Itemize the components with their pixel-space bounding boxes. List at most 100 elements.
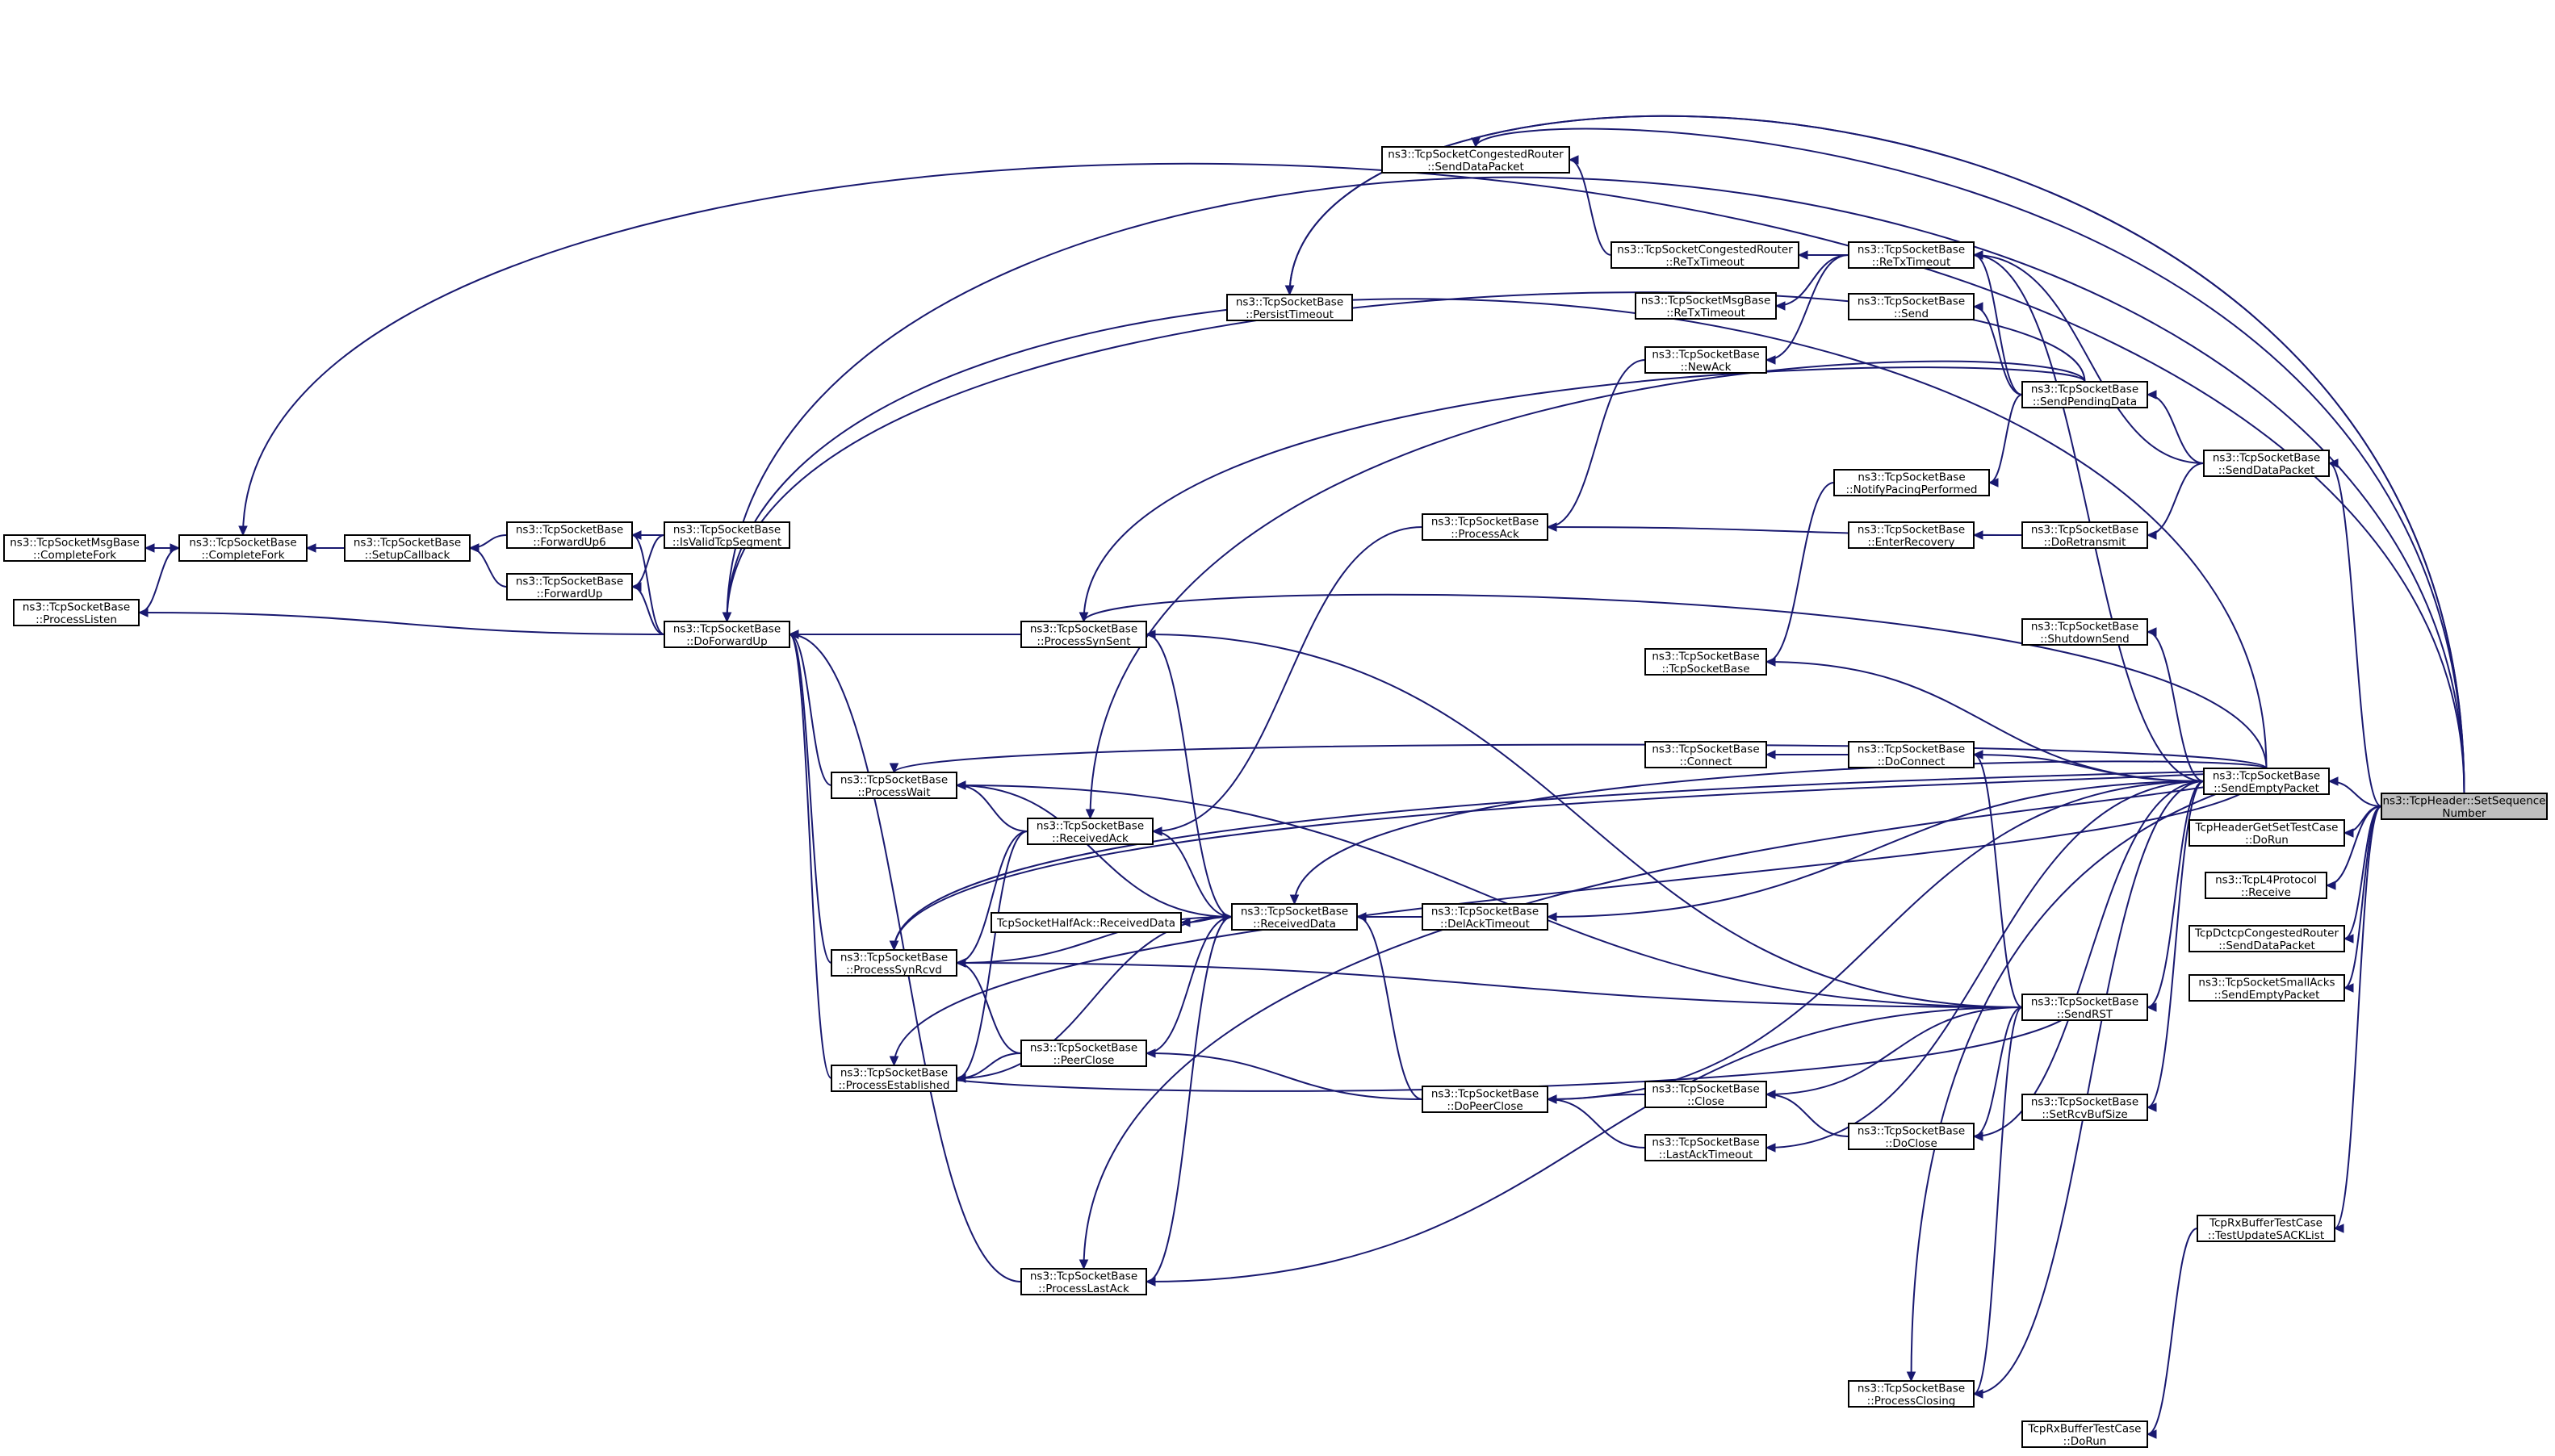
- node-plisten[interactable]: ns3::TcpSocketBase::ProcessListen: [13, 599, 140, 626]
- node-label-line: ::DoRun: [2245, 834, 2289, 847]
- node-fwd[interactable]: ns3::TcpSocketBase::ForwardUp: [506, 573, 633, 600]
- node-label-line: ::ShutdownSend: [2040, 633, 2130, 646]
- node-label-line: TcpDctcpCongestedRouter: [2194, 927, 2339, 939]
- node-box: [1644, 1081, 1767, 1108]
- node-box: [1226, 294, 1353, 321]
- node-recdata[interactable]: ns3::TcpSocketBase::ReceivedData: [1231, 903, 1358, 931]
- node-dctcp[interactable]: TcpDctcpCongestedRouter::SendDataPacket: [2189, 925, 2345, 952]
- node-cr_send[interactable]: ns3::TcpSocketCongestedRouter::SendDataP…: [1381, 146, 1570, 174]
- edge-arrowhead: [1987, 478, 1999, 487]
- node-box: [1644, 1134, 1767, 1161]
- node-label-line: ns3::TcpSocketBase: [1858, 295, 1965, 308]
- node-hdrtest[interactable]: TcpHeaderGetSetTestCase::DoRun: [2189, 819, 2345, 847]
- edge-arrowhead: [1972, 530, 1983, 540]
- node-synrcvd[interactable]: ns3::TcpSocketBase::ProcessSynRcvd: [831, 949, 957, 977]
- node-doconnect[interactable]: ns3::TcpSocketBase::DoConnect: [1848, 741, 1975, 768]
- node-fwd6[interactable]: ns3::TcpSocketBase::ForwardUp6: [506, 521, 633, 549]
- node-box: [1231, 903, 1358, 931]
- edge-sendrst-to-close: [1765, 1006, 2023, 1095]
- node-label-line: ns3::TcpSocketSmallAcks: [2198, 976, 2335, 989]
- edge-arrowhead: [1765, 1090, 1776, 1099]
- edge-cr_retx-to-cr_send: [1569, 159, 1612, 256]
- node-box: [2381, 793, 2548, 820]
- node-label-line: ns3::TcpSocketBase: [1236, 295, 1343, 308]
- node-connect[interactable]: ns3::TcpSocketBase::Connect: [1644, 741, 1767, 768]
- node-retx[interactable]: ns3::TcpSocketBase::ReTxTimeout: [1848, 241, 1975, 269]
- node-label-line: ns3::TcpSocketBase: [840, 773, 948, 786]
- edge-sendempty-to-shutdown: [2147, 631, 2205, 782]
- node-msg_retx[interactable]: ns3::TcpSocketMsgBase::ReTxTimeout: [1635, 292, 1777, 320]
- node-pack[interactable]: ns3::TcpSocketBase::ProcessAck: [1422, 513, 1548, 541]
- node-halfack[interactable]: TcpSocketHalfAck::ReceivedData: [991, 912, 1182, 933]
- node-recack[interactable]: ns3::TcpSocketBase::ReceivedAck: [1027, 818, 1154, 845]
- node-lastack[interactable]: ns3::TcpSocketBase::ProcessLastAck: [1020, 1268, 1147, 1295]
- edge-dopeer-to-recdata: [1356, 916, 1423, 1100]
- node-rxdorun[interactable]: TcpRxBufferTestCase::DoRun: [2021, 1420, 2148, 1448]
- node-sendpend[interactable]: ns3::TcpSocketBase::SendPendingData: [2021, 381, 2148, 408]
- node-label-line: TcpSocketHalfAck::ReceivedData: [996, 917, 1175, 930]
- node-tcpsock[interactable]: ns3::TcpSocketBase::TcpSocketBase: [1644, 648, 1767, 676]
- node-label-line: ns3::TcpSocketBase: [2031, 995, 2138, 1008]
- node-peerclose[interactable]: ns3::TcpSocketBase::PeerClose: [1020, 1040, 1147, 1067]
- node-sack[interactable]: TcpRxBufferTestCase::TestUpdateSACKList: [2197, 1215, 2335, 1242]
- edge-sendrst-to-lastack: [1146, 1006, 2023, 1282]
- node-label-line: ns3::TcpSocketBase: [1652, 743, 1759, 755]
- node-doretx[interactable]: ns3::TcpSocketBase::DoRetransmit: [2021, 521, 2148, 549]
- node-doclose[interactable]: ns3::TcpSocketBase::DoClose: [1848, 1123, 1975, 1150]
- node-box: [3, 534, 146, 562]
- node-fork_base[interactable]: ns3::TcpSocketBase::CompleteFork: [178, 534, 308, 562]
- node-sendrst[interactable]: ns3::TcpSocketBase::SendRST: [2021, 994, 2148, 1021]
- edge-dopeer-to-peerclose: [1146, 1052, 1423, 1100]
- node-label-line: ns3::TcpSocketMsgBase: [1641, 294, 1771, 307]
- node-shutdown[interactable]: ns3::TcpSocketBase::ShutdownSend: [2021, 618, 2148, 646]
- node-fork_msg[interactable]: ns3::TcpSocketMsgBase::CompleteFork: [3, 534, 146, 562]
- edge-sendempty-to-delack: [1547, 780, 2205, 918]
- node-lastackto[interactable]: ns3::TcpSocketBase::LastAckTimeout: [1644, 1134, 1767, 1161]
- node-label-line: ns3::TcpSocketBase: [673, 622, 781, 635]
- edge-arc-sendempty-to-synrcvd: [893, 768, 2268, 951]
- node-label-line: ::Connect: [1680, 755, 1732, 768]
- node-l4recv[interactable]: ns3::TcpL4Protocol::Receive: [2205, 872, 2327, 899]
- node-estab[interactable]: ns3::TcpSocketBase::ProcessEstablished: [831, 1065, 957, 1092]
- edge-arrowhead: [170, 543, 181, 553]
- edge-sendpend-to-send: [1973, 306, 2023, 395]
- node-synsent[interactable]: ns3::TcpSocketBase::ProcessSynSent: [1020, 621, 1147, 648]
- node-pwait[interactable]: ns3::TcpSocketBase::ProcessWait: [831, 772, 957, 799]
- node-senddata[interactable]: ns3::TcpSocketBase::SendDataPacket: [2203, 450, 2330, 477]
- node-pclosing[interactable]: ns3::TcpSocketBase::ProcessClosing: [1848, 1380, 1975, 1408]
- edge-arc-sendpend-to-synsent: [1083, 366, 2086, 622]
- node-setrcv[interactable]: ns3::TcpSocketBase::SetRcvBufSize: [2021, 1094, 2148, 1121]
- node-isvalid[interactable]: ns3::TcpSocketBase::IsValidTcpSegment: [664, 521, 790, 549]
- node-dofwd[interactable]: ns3::TcpSocketBase::DoForwardUp: [664, 621, 790, 648]
- node-sendempty[interactable]: ns3::TcpSocketBase::SendEmptyPacket: [2203, 768, 2330, 795]
- node-persist[interactable]: ns3::TcpSocketBase::PersistTimeout: [1226, 294, 1353, 321]
- edge-arrowhead: [1765, 750, 1776, 759]
- edge-senddata-to-sendpend: [2147, 394, 2205, 464]
- node-smallacks[interactable]: ns3::TcpSocketSmallAcks::SendEmptyPacket: [2189, 974, 2345, 1002]
- node-box: [1848, 741, 1975, 768]
- node-pacing[interactable]: ns3::TcpSocketBase::NotifyPacingPerforme…: [1833, 469, 1990, 496]
- edge-arrowhead: [1145, 630, 1156, 639]
- edge-arrowhead: [137, 608, 149, 617]
- node-box: [664, 521, 790, 549]
- node-setup_cb[interactable]: ns3::TcpSocketBase::SetupCallback: [344, 534, 471, 562]
- node-newack[interactable]: ns3::TcpSocketBase::NewAck: [1644, 346, 1767, 374]
- edge-arrowhead: [305, 543, 316, 553]
- node-label-line: ::SendEmptyPacket: [2214, 782, 2319, 795]
- node-dopeer[interactable]: ns3::TcpSocketBase::DoPeerClose: [1422, 1086, 1548, 1113]
- edge-focus-to-dctcp: [2343, 805, 2382, 939]
- edge-doclose-to-close: [1765, 1094, 1849, 1137]
- node-delack[interactable]: ns3::TcpSocketBase::DelAckTimeout: [1422, 903, 1548, 931]
- edge-fwd-to-setup_cb: [469, 547, 508, 588]
- node-box: [2189, 819, 2345, 847]
- node-cr_retx[interactable]: ns3::TcpSocketCongestedRouter::ReTxTimeo…: [1610, 241, 1799, 269]
- node-close[interactable]: ns3::TcpSocketBase::Close: [1644, 1081, 1767, 1108]
- edge-arrowhead: [238, 525, 248, 537]
- edge-arc-sendempty-to-lastack: [1083, 768, 2268, 1270]
- edge-arc-focus-to-cr_send: [1475, 128, 2465, 794]
- node-label-line: ::ReTxTimeout: [1872, 256, 1951, 269]
- node-label-line: ns3::TcpSocketBase: [516, 523, 623, 536]
- node-enterrec[interactable]: ns3::TcpSocketBase::EnterRecovery: [1848, 521, 1975, 549]
- node-send[interactable]: ns3::TcpSocketBase::Send: [1848, 293, 1975, 320]
